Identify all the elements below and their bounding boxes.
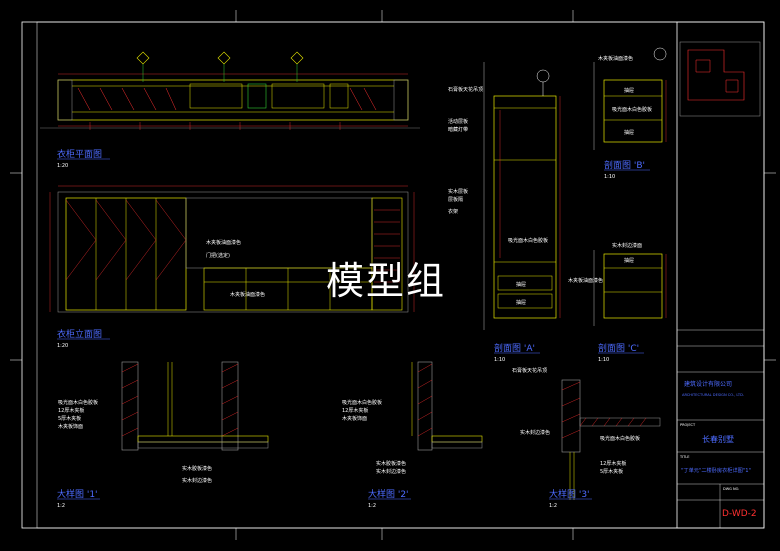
section-a-view	[483, 62, 561, 330]
plan-view	[40, 51, 420, 130]
detail-1-note-1: 吸光面木白色胶板	[58, 399, 98, 406]
elevation-scale: 1:20	[57, 343, 68, 349]
section-c-title: 剖面图 'C'	[598, 342, 639, 354]
section-b-scale: 1:10	[604, 174, 615, 180]
elevation-note-1: 木夹板油面漆色	[206, 239, 241, 246]
section-b-note-3: 吸光面木白色胶板	[612, 106, 652, 113]
detail-3-view	[561, 379, 661, 500]
detail-3-note-4: 12厚木夹板	[600, 460, 626, 467]
section-c-scale: 1:10	[598, 357, 609, 363]
detail-1-note-5: 实木胶板漆色	[182, 465, 212, 472]
project-name: 长春别墅	[702, 434, 734, 444]
detail-3-title: 大样图 '3'	[549, 488, 590, 500]
detail-1-scale: 1:2	[57, 503, 65, 509]
section-a-note-8: 抽屉	[516, 281, 526, 288]
detail-3-note-1: 石膏板天花吊顶	[512, 367, 547, 374]
section-c-note-2: 木夹板油面漆色	[568, 277, 603, 284]
detail-3-note-2: 实木封边漆色	[520, 429, 550, 436]
elevation-title: 衣柜立面图	[57, 328, 102, 340]
detail-3-note-3: 吸光面木白色胶板	[600, 435, 640, 442]
detail-2-note-5: 实木封边漆色	[376, 468, 406, 475]
section-a-note-2: 活动层板	[448, 118, 468, 125]
elevation-note-2: 门把(选定)	[206, 252, 230, 259]
detail-3-scale: 1:2	[549, 503, 557, 509]
detail-2-view	[411, 361, 483, 451]
drawing-name: "丁单元"二楼卧房衣柜详图"1"	[681, 466, 751, 474]
detail-1-note-6: 实木封边漆色	[182, 477, 212, 484]
plan-title: 衣柜平面图	[57, 148, 102, 160]
section-a-note-7: 吸光面木白色胶板	[508, 237, 548, 244]
section-a-note-4: 实木层板	[448, 188, 468, 195]
section-a-note-9: 抽屉	[516, 299, 526, 306]
title-block	[676, 21, 765, 529]
border-ticks	[10, 10, 776, 540]
detail-2-note-2: 12厚木夹板	[342, 407, 368, 414]
detail-2-scale: 1:2	[368, 503, 376, 509]
drawing-number: D-WD-2	[722, 509, 757, 519]
section-c-note-3: 抽屉	[624, 257, 634, 264]
detail-2-title: 大样图 '2'	[368, 488, 409, 500]
section-b-title: 剖面图 'B'	[604, 159, 645, 171]
detail-1-note-2: 12厚木夹板	[58, 407, 84, 414]
section-a-scale: 1:10	[494, 357, 505, 363]
plan-scale: 1:20	[57, 163, 68, 169]
detail-1-note-3: 5厚木夹板	[58, 415, 81, 422]
section-a-title: 剖面图 'A'	[494, 342, 535, 354]
company-name-en: ARCHITECTURAL DESIGN CO., LTD.	[682, 393, 744, 397]
detail-1-title: 大样图 '1'	[57, 488, 98, 500]
section-a-note-6: 衣架	[448, 208, 458, 215]
detail-2-note-1: 吸光面木白色胶板	[342, 399, 382, 406]
watermark-text: 模型组	[326, 259, 447, 303]
section-b-note-2: 抽屉	[624, 87, 634, 94]
drawing-no-field-label: DWG NO.	[723, 487, 739, 491]
detail-1-view	[121, 361, 269, 451]
section-a-note-5: 层板隔	[448, 196, 463, 203]
title-field-label: TITLE	[679, 455, 689, 459]
section-b-view	[593, 47, 667, 150]
section-c-view	[593, 250, 667, 326]
elevation-view	[49, 185, 415, 313]
detail-1-note-4: 木夹板饰面	[58, 423, 83, 430]
detail-2-note-3: 木夹板饰面	[342, 415, 367, 422]
section-b-note-4: 抽屉	[624, 129, 634, 136]
section-a-note-1: 石膏板天花吊顶	[448, 86, 483, 93]
section-b-note-1: 木夹板油面漆色	[598, 55, 633, 62]
section-c-note-1: 实木封边漆面	[612, 242, 642, 249]
detail-3-note-5: 5厚木夹板	[600, 468, 623, 475]
company-name: 建筑设计有限公司	[684, 380, 732, 388]
detail-2-note-4: 实木胶板漆色	[376, 460, 406, 467]
elevation-note-3: 木夹板油面漆色	[230, 291, 265, 298]
section-a-note-3: 暗藏灯带	[448, 126, 468, 133]
project-field-label: PROJECT	[680, 423, 696, 427]
